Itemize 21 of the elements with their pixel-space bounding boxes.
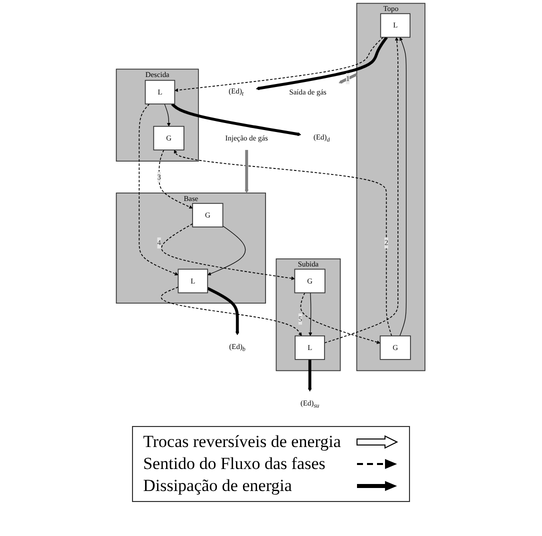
arrow [308, 360, 312, 392]
arrow [174, 36, 384, 92]
arrow [256, 36, 388, 90]
arrow [159, 150, 194, 209]
arrow [207, 287, 240, 336]
arrow [324, 37, 399, 344]
arrow [174, 150, 392, 336]
arrow [245, 150, 249, 194]
arrow [339, 73, 358, 84]
arrow [300, 292, 381, 344]
arrow [161, 286, 302, 336]
arrow [208, 226, 246, 276]
arrow [164, 104, 171, 126]
arrow [171, 102, 302, 136]
arrow [139, 104, 179, 276]
arrow [162, 223, 296, 280]
legend-text: Dissipação de energia [143, 475, 292, 497]
arrow [308, 292, 313, 336]
arrow [400, 37, 407, 336]
legend-text: Trocas reversíveis de energia [143, 431, 341, 453]
legend-text: Sentido do Fluxo das fases [143, 453, 326, 475]
